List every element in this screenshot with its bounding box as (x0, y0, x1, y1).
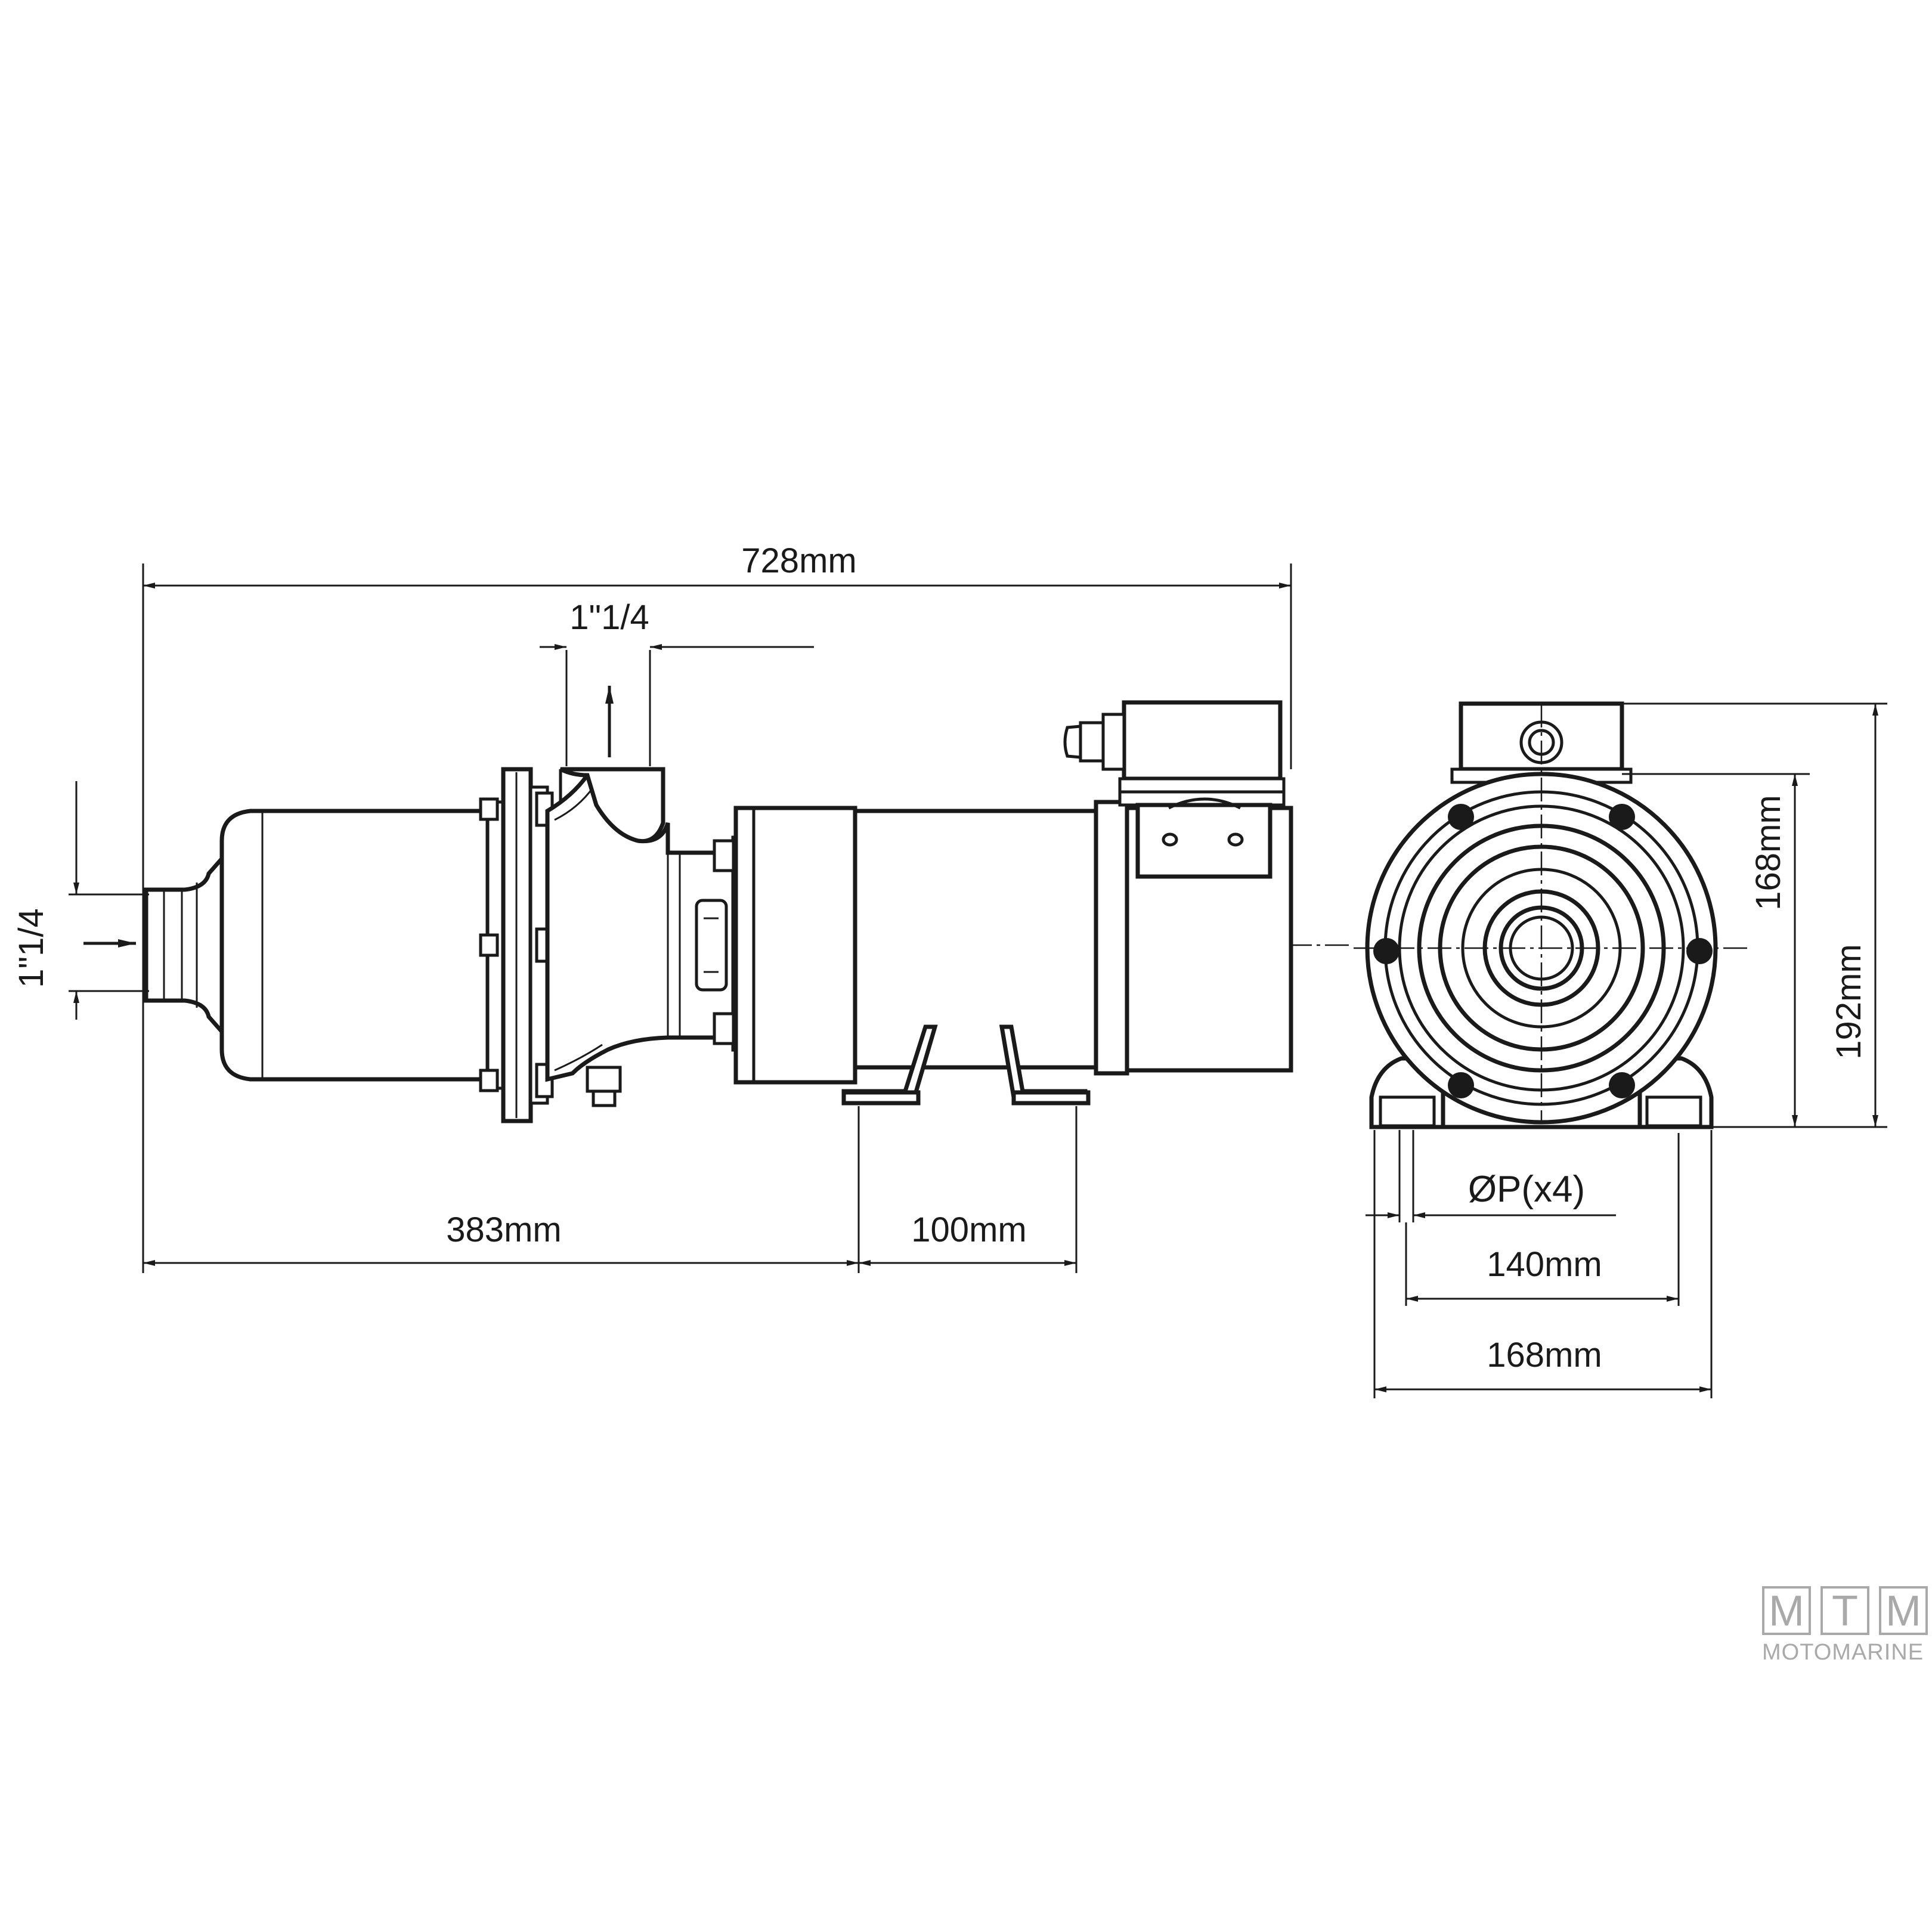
flange-bolt-middle (479, 927, 554, 963)
front-view-bolts (1373, 804, 1713, 1098)
motomarine-logo: M T M MOTOMARINE (1762, 1586, 1929, 1670)
front-bolt-mid-right (1686, 938, 1713, 964)
dimension-inlet-size: 1"1/4 (12, 781, 149, 1020)
inlet-size-label: 1"1/4 (12, 908, 51, 987)
dimension-foot-spacing: 100mm (859, 1106, 1078, 1273)
hole-diameter-label: ØP(x4) (1468, 1169, 1585, 1210)
dimension-total-height: 192mm (1622, 702, 1887, 1128)
front-view (1354, 701, 1750, 1129)
dimension-overall-length: 728mm (142, 541, 1292, 1273)
side-view (144, 700, 1354, 1123)
logo-letter-1: M (1762, 1586, 1811, 1635)
logo-letter-2: T (1820, 1586, 1869, 1635)
front-bolt-mid-left (1373, 938, 1400, 964)
motor-foot-right (999, 1024, 1091, 1106)
front-bolt-top-right (1609, 804, 1635, 830)
front-bolt-bottom-left (1448, 1072, 1474, 1098)
flange-height-label: 168mm (1749, 795, 1788, 910)
dimension-hole-diameter: ØP(x4) (1366, 1130, 1616, 1222)
logo-name: MOTOMARINE (1762, 1640, 1924, 1665)
hole-spacing-label: 140mm (1487, 1245, 1602, 1284)
inlet-to-foot-label: 383mm (446, 1210, 561, 1249)
front-bolt-top-left (1448, 804, 1474, 830)
motor-end-bell (733, 806, 857, 1085)
logo-letter-3: M (1879, 1586, 1928, 1635)
base-width-label: 168mm (1487, 1336, 1602, 1374)
pump-flange (479, 767, 554, 1123)
dimension-hole-spacing: 140mm (1405, 1133, 1680, 1306)
dimension-inlet-to-foot: 383mm (143, 1106, 860, 1273)
dimension-base-width: 168mm (1373, 1130, 1713, 1398)
dimension-flange-height: 168mm (1622, 773, 1810, 1128)
total-height-label: 192mm (1829, 944, 1868, 1059)
terminal-box (1063, 700, 1286, 879)
side-view-dimensions: 728mm 1"1/4 1"1/4 383mm (12, 541, 1292, 1273)
pump-body (219, 809, 490, 1082)
front-view-dimensions: 168mm 192mm ØP(x4) 140mm (1366, 702, 1887, 1398)
cable-gland (1063, 713, 1126, 771)
outlet-nozzle (559, 767, 665, 844)
dimension-outlet-size: 1"1/4 (540, 598, 814, 766)
outlet-size-label: 1"1/4 (569, 598, 649, 637)
overall-length-label: 728mm (741, 541, 856, 580)
front-bolt-bottom-right (1609, 1072, 1635, 1098)
foot-spacing-label: 100mm (911, 1210, 1026, 1249)
inlet-nozzle (144, 853, 224, 1038)
motor-foot-left (841, 1024, 938, 1106)
flange-bolt-top (479, 791, 554, 827)
